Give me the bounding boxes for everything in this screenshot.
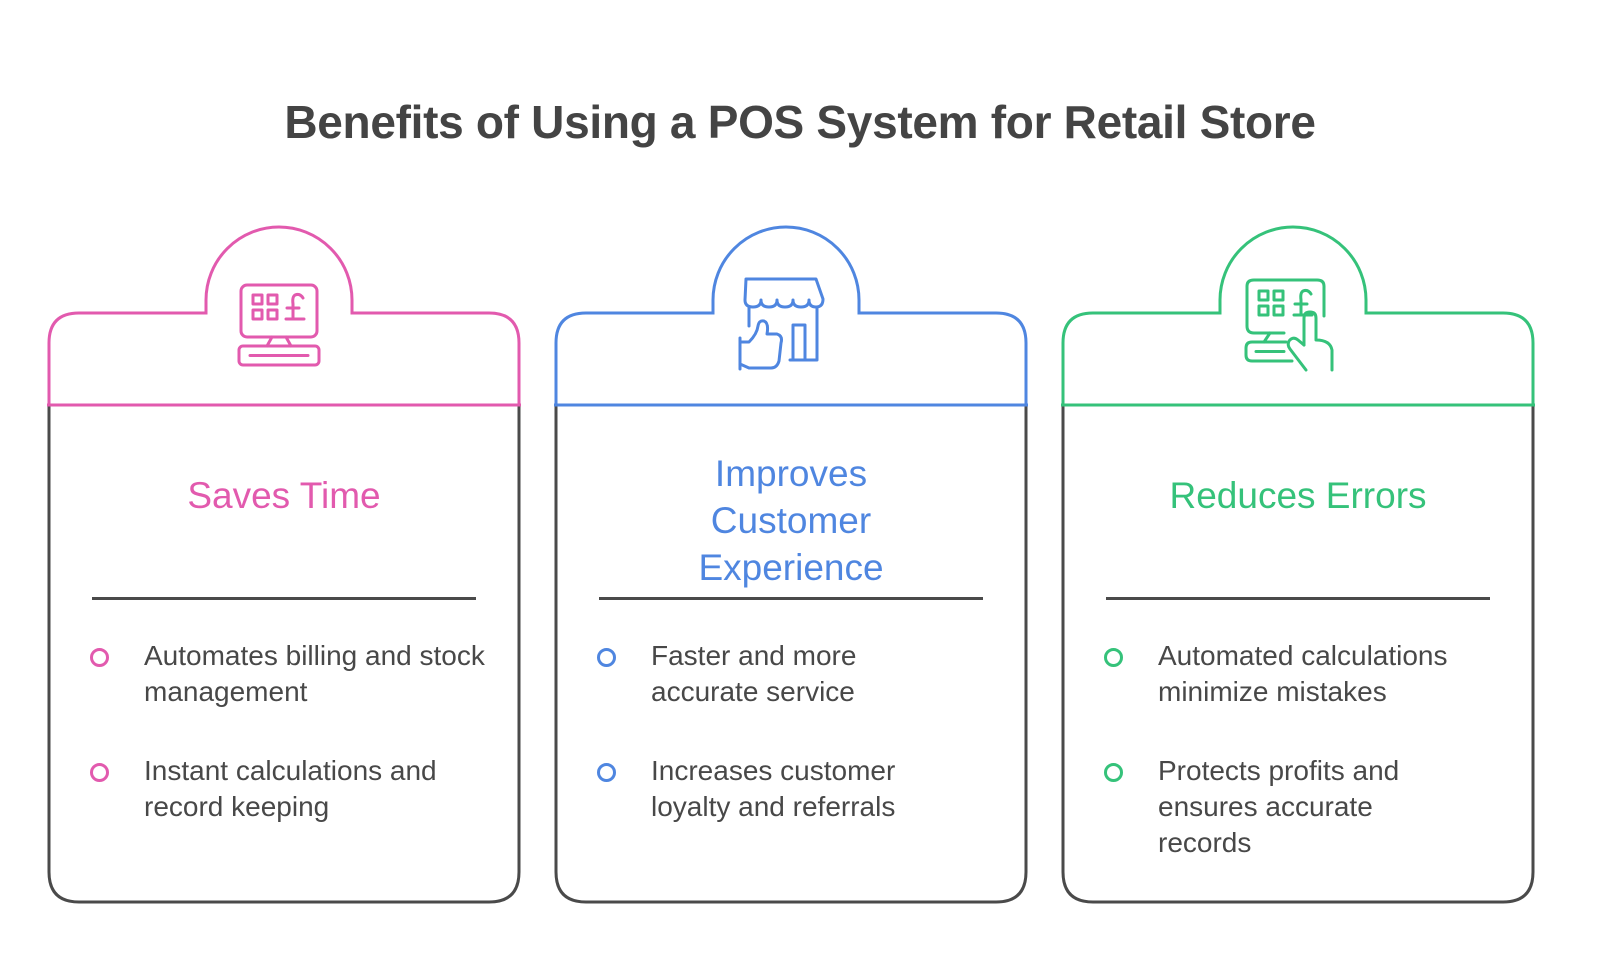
bullet-circle-icon	[90, 648, 109, 667]
pos-terminal-pound-icon	[237, 283, 321, 367]
card-frame	[47, 225, 521, 904]
bullet-circle-icon	[1104, 648, 1123, 667]
bullet-circle-icon	[90, 763, 109, 782]
page-title: Benefits of Using a POS System for Retai…	[284, 96, 1316, 148]
bullet-circle-icon	[1104, 763, 1123, 782]
divider	[92, 597, 476, 600]
divider	[1106, 597, 1490, 600]
card-saves-time: Saves Time Automates billing and stock m…	[46, 225, 522, 925]
card-heading: Saves Time	[187, 475, 381, 516]
card-reduces-errors: Reduces Errors Automated calculations mi…	[1060, 225, 1536, 925]
divider	[599, 597, 983, 600]
bullet-circle-icon	[597, 763, 616, 782]
card-heading: Improves Customer Experience	[698, 453, 884, 588]
card-heading: Reduces Errors	[1169, 475, 1427, 516]
pos-terminal-touch-icon	[1244, 278, 1334, 372]
card-frame	[554, 225, 1028, 904]
card-customer-experience: Improves Customer Experience Faster and …	[553, 225, 1029, 925]
card-frame	[1061, 225, 1535, 904]
store-thumbs-up-icon	[738, 277, 825, 371]
bullet-circle-icon	[597, 648, 616, 667]
